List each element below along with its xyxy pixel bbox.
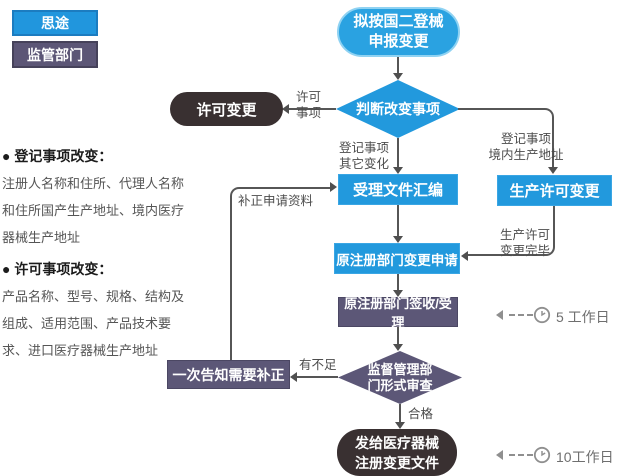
legend-regulator: 监管部门 xyxy=(12,41,98,68)
node-review-line2: 门形式审查 xyxy=(367,377,433,393)
notes-registration-section: ● 登记事项改变： 注册人名称和住所、代理人名称 和住所国产生产地址、境内医疗 … xyxy=(2,146,198,251)
edge-label-license-item-line2: 事项 xyxy=(296,106,322,120)
notes-license-line: 求、进口医疗器械生产地址 xyxy=(2,343,159,358)
legend-situ: 思途 xyxy=(12,10,98,36)
node-notify-correction: 一次告知需要补正 xyxy=(167,360,290,389)
node-start-line2: 申报变更 xyxy=(368,33,429,50)
legend-regulator-label: 监管部门 xyxy=(27,46,83,63)
node-production-license-change: 生产许可变更 xyxy=(497,175,612,206)
connector-correction-accept xyxy=(230,187,330,360)
notes-panel: ● 登记事项改变： 注册人名称和住所、代理人名称 和住所国产生产地址、境内医疗 … xyxy=(2,146,198,372)
edge-label-qualified: 合格 xyxy=(408,407,434,421)
node-decision-change-items-label: 判断改变事项 xyxy=(356,101,440,117)
edge-label-reg-domestic-line1: 登记事项 xyxy=(500,132,551,146)
notes-registration-line: 器械生产地址 xyxy=(2,230,81,245)
connector-decision-license xyxy=(289,108,336,110)
arrowhead-left-icon xyxy=(461,251,468,261)
timer-dash-line xyxy=(509,454,533,456)
connector-sign-review xyxy=(397,327,399,344)
node-change-application: 原注册部门变更申请 xyxy=(334,243,460,274)
node-start: 拟按国二登械 申报变更 xyxy=(337,7,460,57)
node-production-license-change-label: 生产许可变更 xyxy=(509,183,600,200)
notes-license-line: 组成、适用范围、产品技术要 xyxy=(2,316,172,331)
clock-icon xyxy=(533,446,551,464)
edge-label-reg-domestic-line2: 境内生产地址 xyxy=(488,148,564,162)
edge-label-production-done-line1: 生产许可 xyxy=(500,228,551,242)
connector-decision-accept xyxy=(397,138,399,167)
node-start-line1: 拟按国二登械 xyxy=(353,13,444,30)
arrowhead-left-icon xyxy=(496,450,503,460)
node-end-line1: 发给医疗器械 xyxy=(355,434,439,451)
connector-accept-application xyxy=(397,205,399,236)
arrowhead-right-icon xyxy=(330,182,337,192)
edge-label-reg-other: 登记事项 其它变化 xyxy=(339,140,389,172)
node-review: 监督管理部 门形式审查 xyxy=(338,351,462,404)
edge-label-reg-other-line2: 其它变化 xyxy=(339,157,390,171)
edge-label-insufficient: 有不足 xyxy=(299,358,337,372)
arrowhead-left-icon xyxy=(496,310,503,320)
node-decision-change-items: 判断改变事项 xyxy=(336,80,460,138)
arrowhead-left-icon xyxy=(282,104,289,114)
arrowhead-down-icon xyxy=(393,167,403,174)
edge-label-production-done-line2: 变更完毕 xyxy=(500,244,551,258)
edge-label-reg-domestic: 登记事项 境内生产地址 xyxy=(486,131,566,163)
arrowhead-down-icon xyxy=(393,344,403,351)
node-sign-accept: 原注册部门签收/受理 xyxy=(338,296,458,330)
connector-application-sign xyxy=(397,274,399,290)
legend-situ-label: 思途 xyxy=(41,15,69,31)
arrowhead-down-icon xyxy=(393,290,403,297)
node-end-line2: 注册变更文件 xyxy=(355,454,439,471)
notes-registration-title: ● 登记事项改变： xyxy=(2,148,113,164)
notes-license-line: 产品名称、型号、规格、结构及 xyxy=(2,289,185,304)
connector-production-application xyxy=(468,206,555,256)
arrowhead-left-icon xyxy=(290,372,297,382)
timer-label-5days: 5 工作日 xyxy=(556,309,610,325)
node-license-change-label: 许可变更 xyxy=(196,101,257,119)
edge-label-reg-other-line1: 登记事项 xyxy=(339,141,390,155)
notes-registration-line: 和住所国产生产地址、境内医疗 xyxy=(2,203,185,218)
connector-start-decision xyxy=(397,57,399,73)
node-end: 发给医疗器械 注册变更文件 xyxy=(337,429,457,476)
node-license-change: 许可变更 xyxy=(170,92,283,126)
edge-label-correction-material: 补正申请资料 xyxy=(238,194,314,208)
node-sign-accept-label: 原注册部门签收/受理 xyxy=(344,296,452,330)
edge-label-production-done: 生产许可 变更完毕 xyxy=(500,227,550,259)
connector-review-correction xyxy=(297,376,338,378)
node-accept-docs-label: 受理文件汇编 xyxy=(352,182,443,199)
node-change-application-label: 原注册部门变更申请 xyxy=(336,252,458,268)
node-notify-correction-label: 一次告知需要补正 xyxy=(172,366,285,383)
node-review-line1: 监督管理部 xyxy=(367,361,433,377)
arrowhead-down-icon xyxy=(393,236,403,243)
arrowhead-down-icon xyxy=(548,167,558,174)
edge-label-license-item: 许可 事项 xyxy=(296,89,321,121)
node-accept-docs: 受理文件汇编 xyxy=(338,174,458,205)
notes-license-section: ● 许可事项改变： 产品名称、型号、规格、结构及 组成、适用范围、产品技术要 求… xyxy=(2,259,198,364)
edge-label-license-item-line1: 许可 xyxy=(296,90,322,104)
notes-license-title: ● 许可事项改变： xyxy=(2,261,113,277)
notes-registration-line: 注册人名称和住所、代理人名称 xyxy=(2,176,185,191)
connector-decision-production xyxy=(458,108,554,167)
arrowhead-down-icon xyxy=(393,73,403,80)
clock-icon xyxy=(533,306,551,324)
arrowhead-down-icon xyxy=(395,422,405,429)
connector-review-end xyxy=(399,404,401,422)
timer-dash-line xyxy=(509,314,533,316)
timer-label-10days: 10工作日 xyxy=(556,449,614,465)
